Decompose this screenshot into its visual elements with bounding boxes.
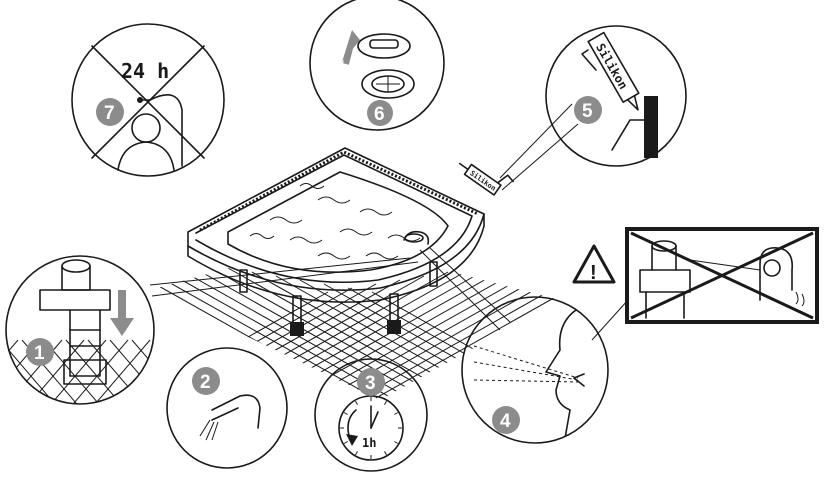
- silicone-gun-icon: Silikon: [458, 162, 514, 196]
- tray-legs: [239, 261, 438, 336]
- clock-icon: 1h: [338, 395, 404, 461]
- step-7-panel: 24 h 7: [71, 23, 225, 177]
- shower-icon: [137, 94, 183, 167]
- step-2-badge: 2: [200, 372, 211, 393]
- step-5-badge: 5: [582, 101, 593, 122]
- warning-icon: !: [572, 244, 616, 284]
- leader-lines: [149, 103, 629, 341]
- step-2-panel: 2: [166, 347, 288, 469]
- arrow-up-icon: [342, 30, 360, 65]
- step-6-badge: 6: [374, 104, 385, 125]
- warning-panel: !: [572, 227, 819, 324]
- water-ripples: [249, 183, 421, 260]
- wait-duration-label: 24 h: [121, 59, 169, 83]
- step-4-panel: 4: [461, 296, 609, 444]
- step-6-panel: 6: [309, 0, 445, 131]
- shower-tray: [187, 147, 485, 336]
- person-icon: [117, 113, 175, 171]
- tray-drain-fitting: [403, 230, 430, 245]
- faucet-icon: [199, 394, 261, 441]
- step-7-badge: 7: [104, 103, 115, 124]
- step-5-panel: Silikon 5: [545, 25, 687, 167]
- timer-label: 1h: [362, 436, 376, 450]
- step-1-badge: 1: [34, 343, 45, 364]
- drain-cover-icon: [357, 33, 415, 99]
- step-3-panel: 1h 3: [314, 358, 428, 472]
- tube-label: Silikon: [593, 41, 630, 92]
- step-4-badge: 4: [500, 411, 511, 432]
- warning-symbol: !: [590, 262, 597, 284]
- arrow-down-icon: [110, 290, 134, 336]
- eye-icon: [473, 299, 601, 443]
- step-3-badge: 3: [365, 373, 376, 394]
